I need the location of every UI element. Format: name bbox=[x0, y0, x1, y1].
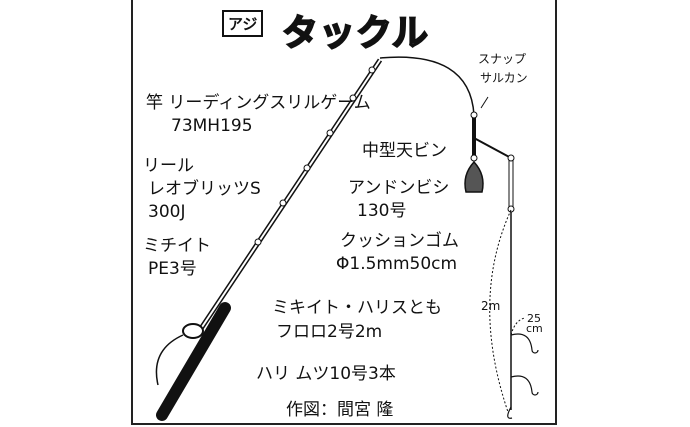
credit: 作図：間宮 隆 bbox=[286, 400, 394, 420]
tenbin bbox=[464, 111, 539, 419]
cushion-label: クッションゴム bbox=[340, 231, 459, 251]
cushion-spec: Φ1.5mm50cm bbox=[336, 254, 458, 274]
branch-unit: cm bbox=[526, 322, 543, 335]
snap-label: スナップ bbox=[478, 52, 527, 66]
branch-length: 25 bbox=[527, 312, 541, 325]
leader-label: ミキイト・ハリスとも bbox=[272, 298, 442, 318]
reel-model: 300J bbox=[148, 202, 186, 222]
reel-label: リール bbox=[143, 156, 194, 176]
leader-spec: フロロ2号2m bbox=[276, 322, 383, 342]
diagram-frame bbox=[131, 0, 557, 425]
rod bbox=[155, 58, 383, 421]
mainline-spec: PE3号 bbox=[148, 259, 197, 279]
mainline-label: ミチイト bbox=[143, 236, 211, 256]
snap-label-2: サルカン bbox=[480, 71, 528, 85]
fish-badge: アジ bbox=[222, 10, 264, 37]
main-line bbox=[379, 56, 475, 116]
tenbin-label: 中型天ビン bbox=[362, 141, 447, 161]
sinker-label: アンドンビシ bbox=[348, 178, 450, 198]
rod-model: 73MH195 bbox=[171, 116, 253, 136]
sinker-size: 130号 bbox=[357, 201, 407, 221]
hook-label: ハリ ムツ10号3本 bbox=[256, 364, 396, 384]
rod-label: 竿 リーディングスリルゲーム bbox=[146, 93, 371, 113]
length-label: 2m bbox=[481, 299, 501, 313]
reel-name: レオブリッツS bbox=[148, 179, 261, 199]
page-title: タックル bbox=[281, 12, 429, 55]
